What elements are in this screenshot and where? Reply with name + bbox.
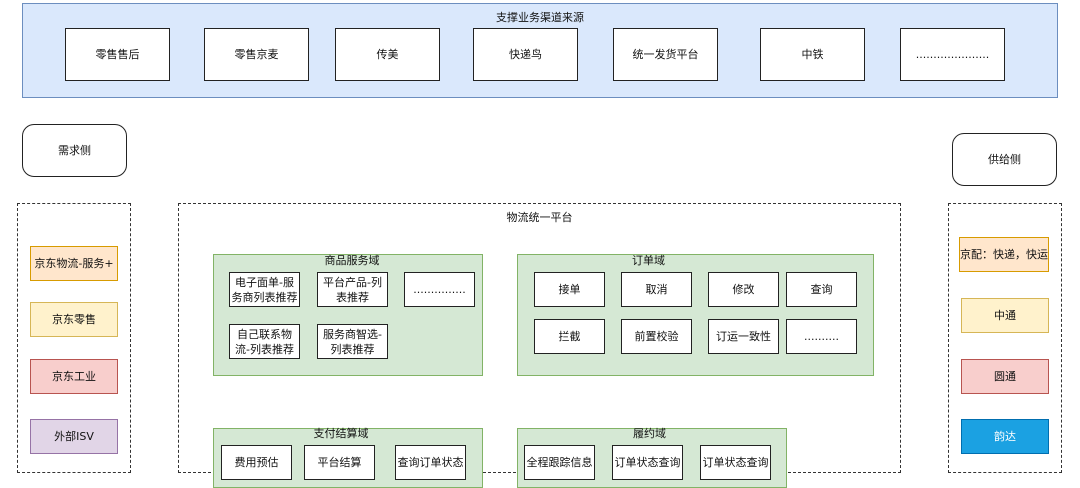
order-item: 拦截: [534, 319, 605, 354]
supply-item-zto: 中通: [961, 298, 1049, 333]
supply-item-yunda: 韵达: [961, 419, 1049, 454]
supply-item-yto: 圆通: [961, 359, 1049, 394]
pay-item: 费用预估: [221, 445, 292, 480]
order-item: 查询: [786, 272, 857, 307]
goods-item: 平台产品-列表推荐: [317, 272, 388, 307]
fulfill-item: 订单状态查询: [700, 445, 771, 480]
channel-item: 快递鸟: [473, 28, 578, 81]
demand-item-external-isv: 外部ISV: [30, 419, 118, 454]
demand-side-label: 需求侧: [22, 124, 127, 177]
order-item: 接单: [534, 272, 605, 307]
goods-item: 自己联系物流-列表推荐: [229, 324, 300, 359]
fulfill-item: 全程跟踪信息: [524, 445, 595, 480]
order-domain-title: 订单域: [632, 254, 665, 267]
order-item: 前置校验: [621, 319, 692, 354]
goods-item: 电子面单-服务商列表推荐: [229, 272, 300, 307]
pay-item: 平台结算: [304, 445, 375, 480]
pay-domain-title: 支付结算域: [313, 427, 369, 440]
supply-item-jd-delivery: 京配：快递，快运: [959, 237, 1049, 272]
channel-item: 零售售后: [65, 28, 170, 81]
channel-sources-title: 支撑业务渠道来源: [496, 11, 584, 24]
fulfill-item: 订单状态查询: [612, 445, 683, 480]
order-item: ..........: [786, 319, 857, 354]
demand-item-jd-industry: 京东工业: [30, 359, 118, 394]
channel-item: 统一发货平台: [613, 28, 718, 81]
channel-item: 零售京麦: [204, 28, 309, 81]
channel-item: 传美: [335, 28, 440, 81]
order-item: 取消: [621, 272, 692, 307]
channel-item: 中铁: [760, 28, 865, 81]
order-item: 修改: [708, 272, 779, 307]
order-item: 订运一致性: [708, 319, 779, 354]
demand-item-jd-logistics: 京东物流-服务+: [30, 246, 118, 281]
goods-item: 服务商智选-列表推荐: [317, 324, 388, 359]
demand-item-jd-retail: 京东零售: [30, 302, 118, 337]
goods-item: ...............: [404, 272, 475, 307]
goods-domain-title: 商品服务域: [324, 254, 380, 267]
platform-title: 物流统一平台: [506, 211, 573, 224]
channel-item: .....................: [900, 28, 1005, 81]
fulfill-domain-title: 履约域: [633, 427, 666, 440]
supply-side-label: 供给侧: [952, 133, 1057, 186]
pay-item: 查询订单状态: [395, 445, 466, 480]
